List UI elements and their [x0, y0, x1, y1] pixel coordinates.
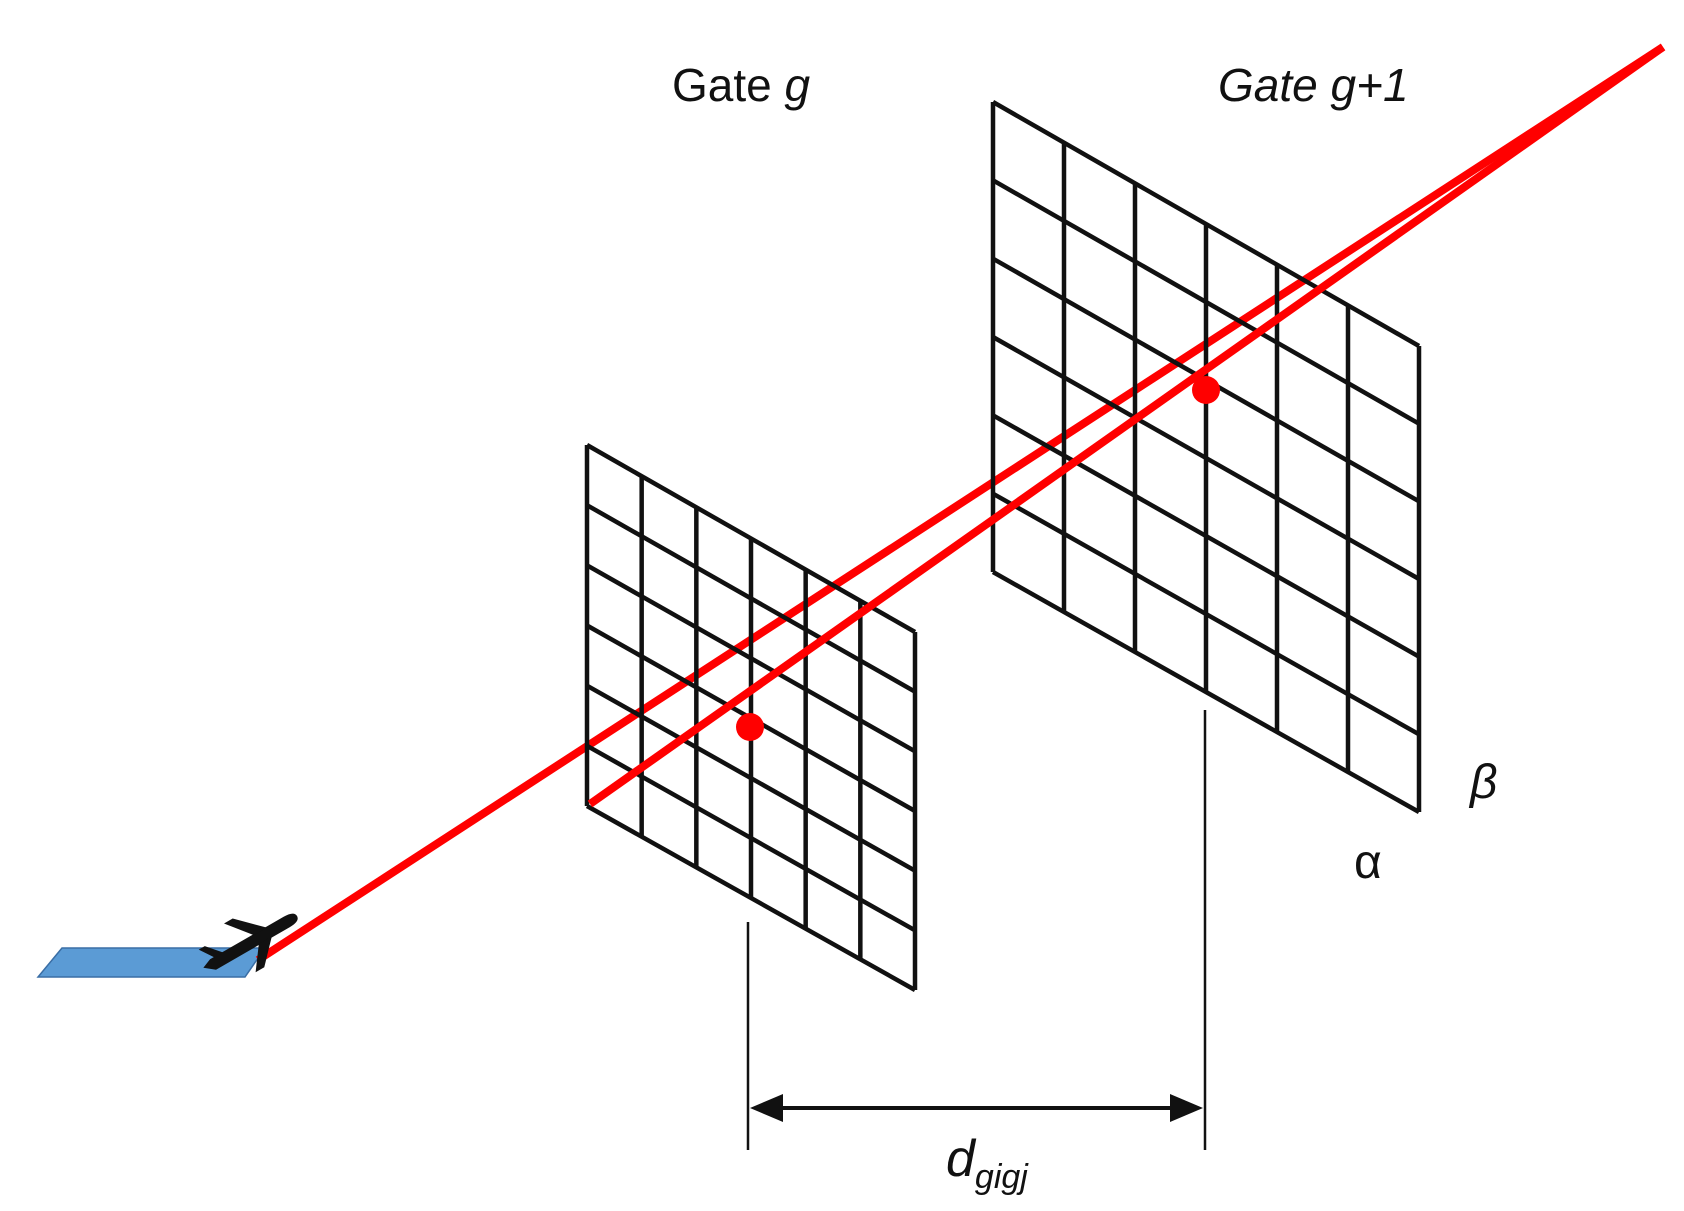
- gate-g-plus-1-label: Gate g+1: [1218, 59, 1409, 111]
- gate-g-plus-1-grid-horizontal-line: [991, 491, 1421, 737]
- gate-g-plus-1-intersection-point: [1192, 376, 1220, 404]
- alpha-axis-label: α: [1354, 836, 1382, 889]
- gate-g-plus-1-grid: [990, 100, 1422, 814]
- runway-shape: [36, 947, 267, 978]
- gate-g-plus-1-grid-horizontal-line: [991, 570, 1421, 814]
- distance-label: dgigj: [946, 1130, 1029, 1196]
- airplane-icon: [198, 913, 298, 973]
- gate-g-label: Gate g: [672, 59, 811, 111]
- gate-g-intersection-point: [736, 713, 764, 741]
- beta-axis-label: β: [1468, 756, 1497, 809]
- distance-arrow-right-head: [1170, 1094, 1203, 1122]
- gate-g-grid-horizontal-line: [585, 804, 917, 992]
- distance-arrow-left-head: [750, 1094, 783, 1122]
- trajectory-line-front: [587, 43, 1666, 808]
- gate-g-grid-horizontal-line: [585, 743, 917, 933]
- trajectory-line: [255, 43, 1666, 964]
